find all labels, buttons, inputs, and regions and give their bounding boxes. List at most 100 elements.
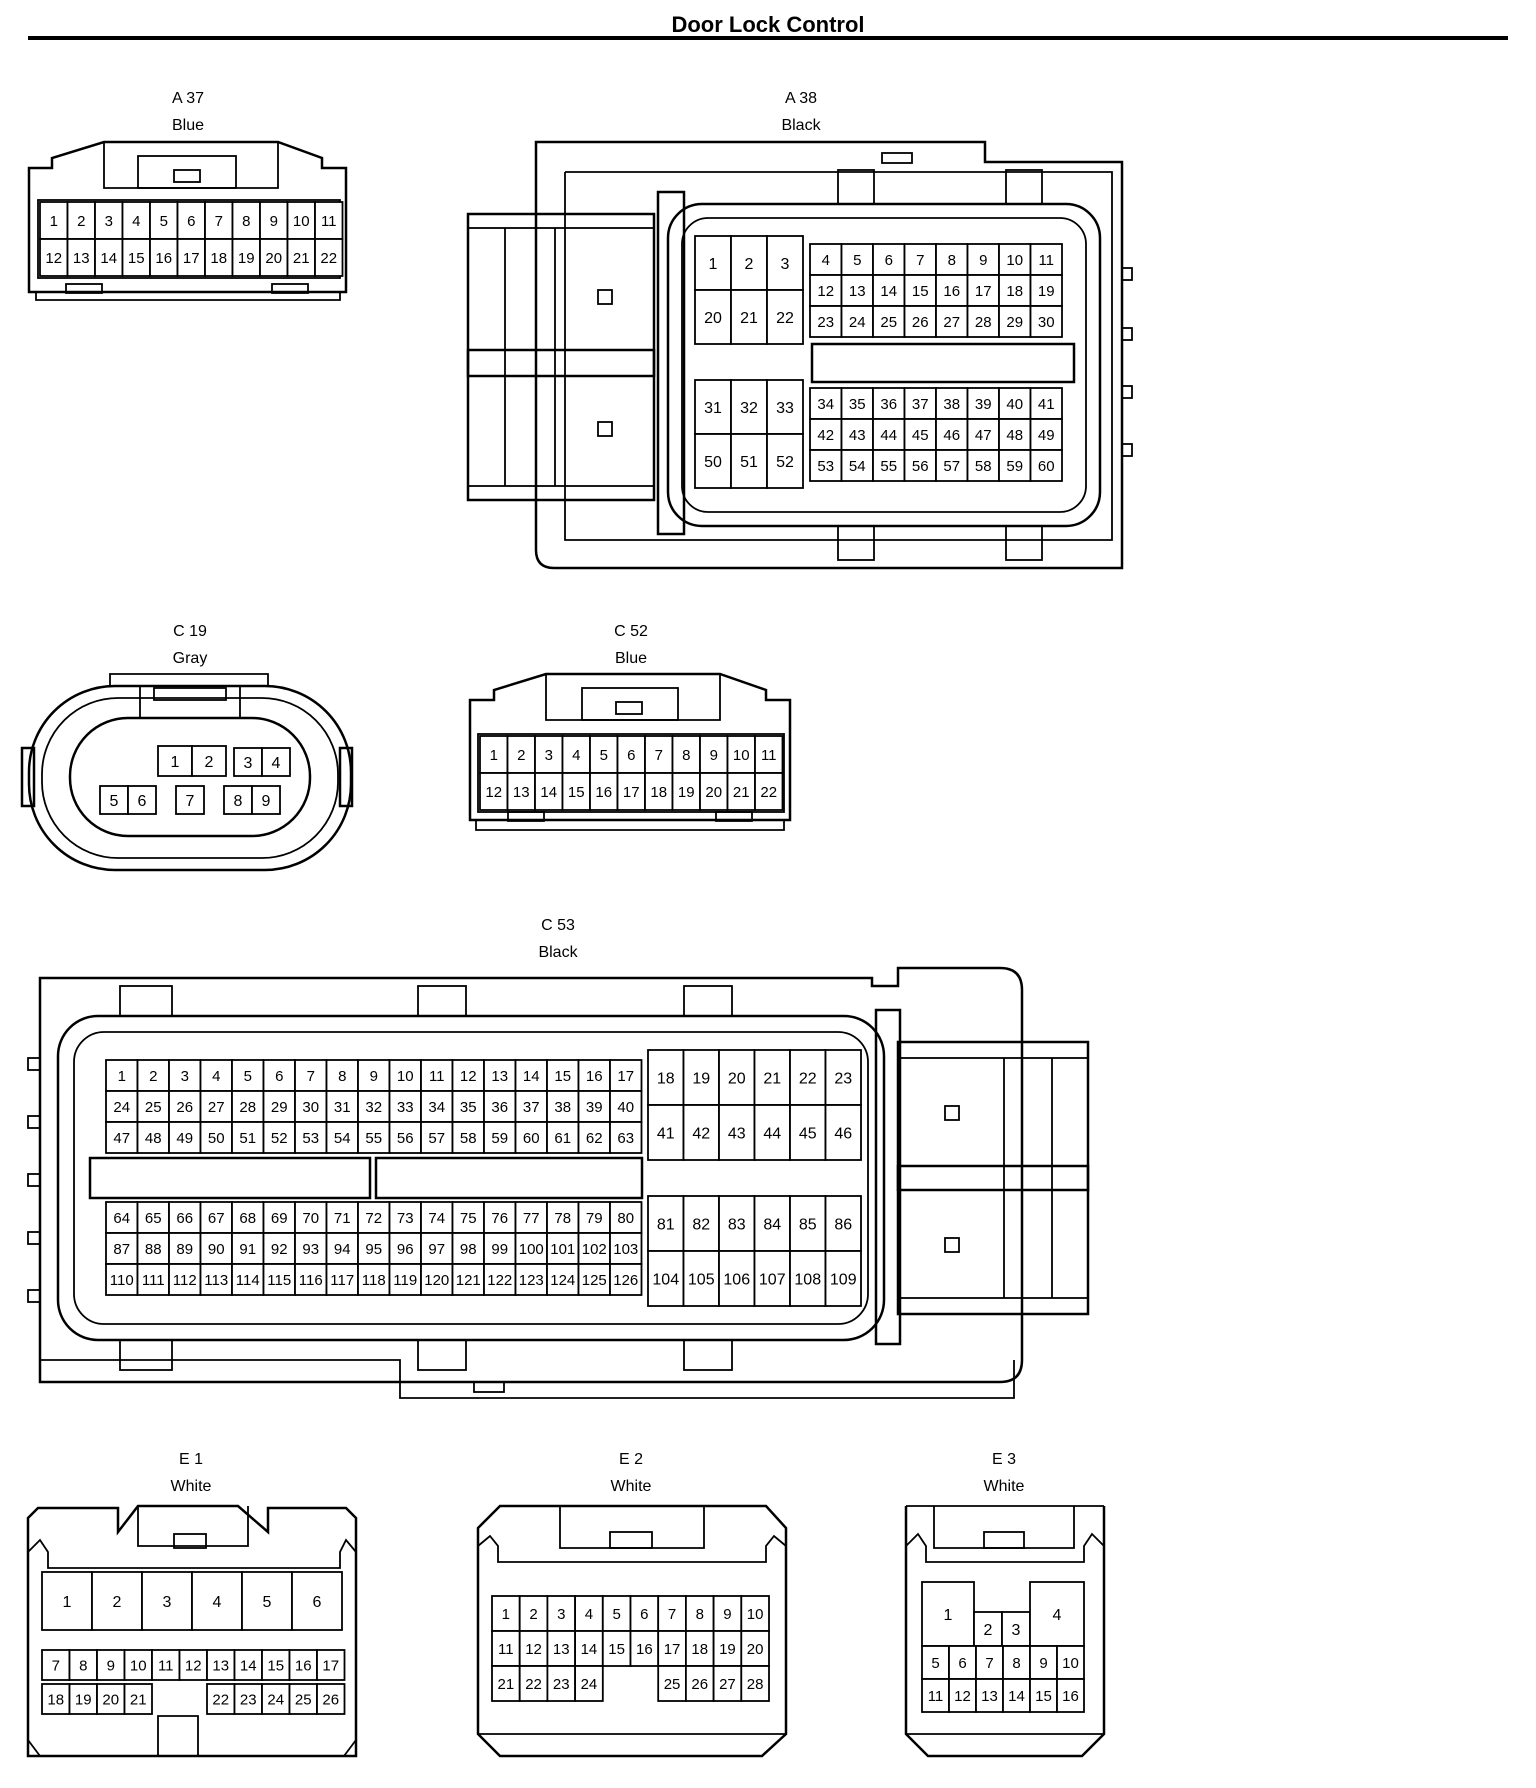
connector-c53-pin-cell [609, 1201, 643, 1234]
connector-c53-pin-label: 105 [688, 1271, 715, 1288]
connector-c53-pin-cell [199, 1059, 233, 1092]
connector-a38-pin-cell [694, 433, 732, 489]
connector-a38-pin-label: 6 [885, 252, 893, 269]
connector-c53-pin-label: 25 [145, 1099, 162, 1116]
connector-c53-pin-cell [388, 1121, 422, 1154]
connector-a38-pin-label: 51 [740, 454, 758, 471]
connector-e2-color: White [611, 1478, 652, 1495]
connector-c53-pin-cell [388, 1090, 422, 1123]
connector-c53-pin-label: 56 [397, 1130, 414, 1147]
connector-c19-pin-cell [127, 785, 157, 815]
connector-a38-pin-cell [1029, 418, 1063, 451]
connector-a38-pin-label: 55 [880, 458, 897, 475]
title-rule [28, 36, 1508, 40]
connector-a38-pin-label: 17 [975, 283, 992, 300]
connector-e2-pin-cell [740, 1595, 770, 1632]
connector-c53-pin-cell [718, 1195, 756, 1252]
connector-c53-pin-label: 42 [692, 1125, 710, 1142]
connector-c53-pin-label: 54 [334, 1130, 351, 1147]
connector-e2-pin-label: 13 [553, 1641, 570, 1658]
connector-a38-pin-cell [903, 243, 937, 276]
connector-c53-pin-cell [609, 1263, 643, 1296]
connector-c53-pin-label: 17 [617, 1068, 634, 1085]
connector-c53-pin-label: 60 [523, 1130, 540, 1147]
connector-c53-pin-label: 103 [613, 1241, 638, 1258]
connector-e2-code: E 2 [619, 1451, 643, 1468]
connector-c53-pin-label: 40 [617, 1099, 634, 1116]
connector-c53-pin-label: 112 [173, 1272, 197, 1289]
connector-e3-pin-label: 5 [931, 1655, 939, 1672]
connector-a38-pin-cell [872, 449, 906, 482]
connector-c53-pin-label: 14 [523, 1068, 540, 1085]
connector-e2-housing [476, 1504, 788, 1758]
connector-c53-pin-cell [420, 1059, 454, 1092]
connector-e1-pin-cell [41, 1649, 71, 1681]
connector-e2-pin-label: 24 [581, 1676, 598, 1693]
connector-a38-pin-cell [966, 305, 1000, 338]
connector-a38-pin-label: 35 [849, 396, 866, 413]
connector-c52-pin-cell [616, 735, 646, 774]
connector-a38-pin-cell [903, 387, 937, 420]
connector-c53-pin-cell [514, 1121, 548, 1154]
connector-a37-pin-label: 20 [265, 250, 282, 267]
connector-a38-pin-label: 47 [975, 427, 992, 444]
connector-c53-pin-label: 99 [491, 1241, 508, 1258]
connector-e1-code: E 1 [179, 1451, 203, 1468]
connector-c53-pin-label: 35 [460, 1099, 477, 1116]
connector-a37-color: Blue [172, 117, 204, 134]
connector-c53-pin-label: 116 [299, 1272, 323, 1289]
connector-c52-pin-label: 10 [733, 747, 750, 764]
connector-e1-pin-cell [291, 1571, 343, 1631]
connector-c53-pin-label: 44 [763, 1125, 781, 1142]
connector-c53-pin-label: 101 [550, 1241, 575, 1258]
connector-c52-pin-label: 16 [595, 784, 612, 801]
connector-a38-pin-label: 5 [853, 252, 861, 269]
connector-e2-pin-cell [685, 1595, 715, 1632]
connector-c53-pin-cell [325, 1201, 359, 1234]
connector-c53-pin-label: 13 [491, 1068, 508, 1085]
connector-a38-pin-cell [998, 418, 1032, 451]
connector-a38-pin-cell [809, 305, 843, 338]
connector-e2-pin-cell [546, 1630, 577, 1667]
connector-a38-pin-cell [935, 449, 969, 482]
connector-a37-housing [27, 140, 348, 301]
connector-c53-pin-label: 3 [181, 1068, 189, 1085]
connector-a38-pin-label: 53 [817, 458, 834, 475]
connector-e1-pin-label: 9 [107, 1657, 115, 1674]
connector-e2-pin-label: 26 [691, 1676, 708, 1693]
connector-c53-pin-label: 38 [554, 1099, 571, 1116]
connector-a38-pin-label: 4 [822, 252, 830, 269]
connector-e1-pin-label: 7 [52, 1657, 60, 1674]
connector-a38-pin-cell [872, 243, 906, 276]
connector-c53-pin-label: 81 [657, 1216, 675, 1233]
connector-c53-pin-label: 47 [113, 1130, 130, 1147]
connector-c53-pin-cell [577, 1232, 611, 1265]
connector-c53-pin-label: 97 [428, 1241, 445, 1258]
connector-a38-pin-label: 46 [943, 427, 960, 444]
connector-e3-pin-label: 9 [1039, 1655, 1047, 1672]
connector-c19-color: Gray [173, 650, 208, 667]
connector-c52-pin-label: 12 [485, 784, 502, 801]
connector-a38-pin-label: 26 [912, 314, 929, 331]
connector-a38-pin-label: 32 [740, 400, 758, 417]
connector-c53-pin-cell [483, 1263, 517, 1296]
connector-c53-pin-label: 22 [799, 1070, 817, 1087]
connector-c19-pin-label: 3 [244, 755, 253, 772]
connector-c53-pin-label: 119 [393, 1272, 417, 1289]
connector-a38-pin-label: 10 [1006, 252, 1023, 269]
connector-e2-pin-label: 11 [498, 1641, 514, 1658]
connector-c53-pin-label: 91 [239, 1241, 256, 1258]
connector-e2-pin-cell [712, 1595, 743, 1632]
connector-c53-pin-label: 69 [271, 1210, 288, 1227]
connector-c19-pin-label: 2 [205, 754, 214, 771]
connector-a38-pin-label: 14 [880, 283, 897, 300]
connector-c53-pin-label: 31 [334, 1099, 351, 1116]
connector-a37-pin-cell [94, 238, 124, 277]
connector-c53-pin-label: 32 [365, 1099, 382, 1116]
connector-e1-pin-cell [316, 1649, 346, 1681]
connector-e1-pin-cell [288, 1649, 318, 1681]
connector-c53-pin-label: 123 [519, 1272, 544, 1289]
connector-a38-pin-label: 25 [880, 314, 897, 331]
connector-c53-pin-label: 67 [208, 1210, 225, 1227]
connector-e1-pin-label: 18 [47, 1691, 64, 1708]
